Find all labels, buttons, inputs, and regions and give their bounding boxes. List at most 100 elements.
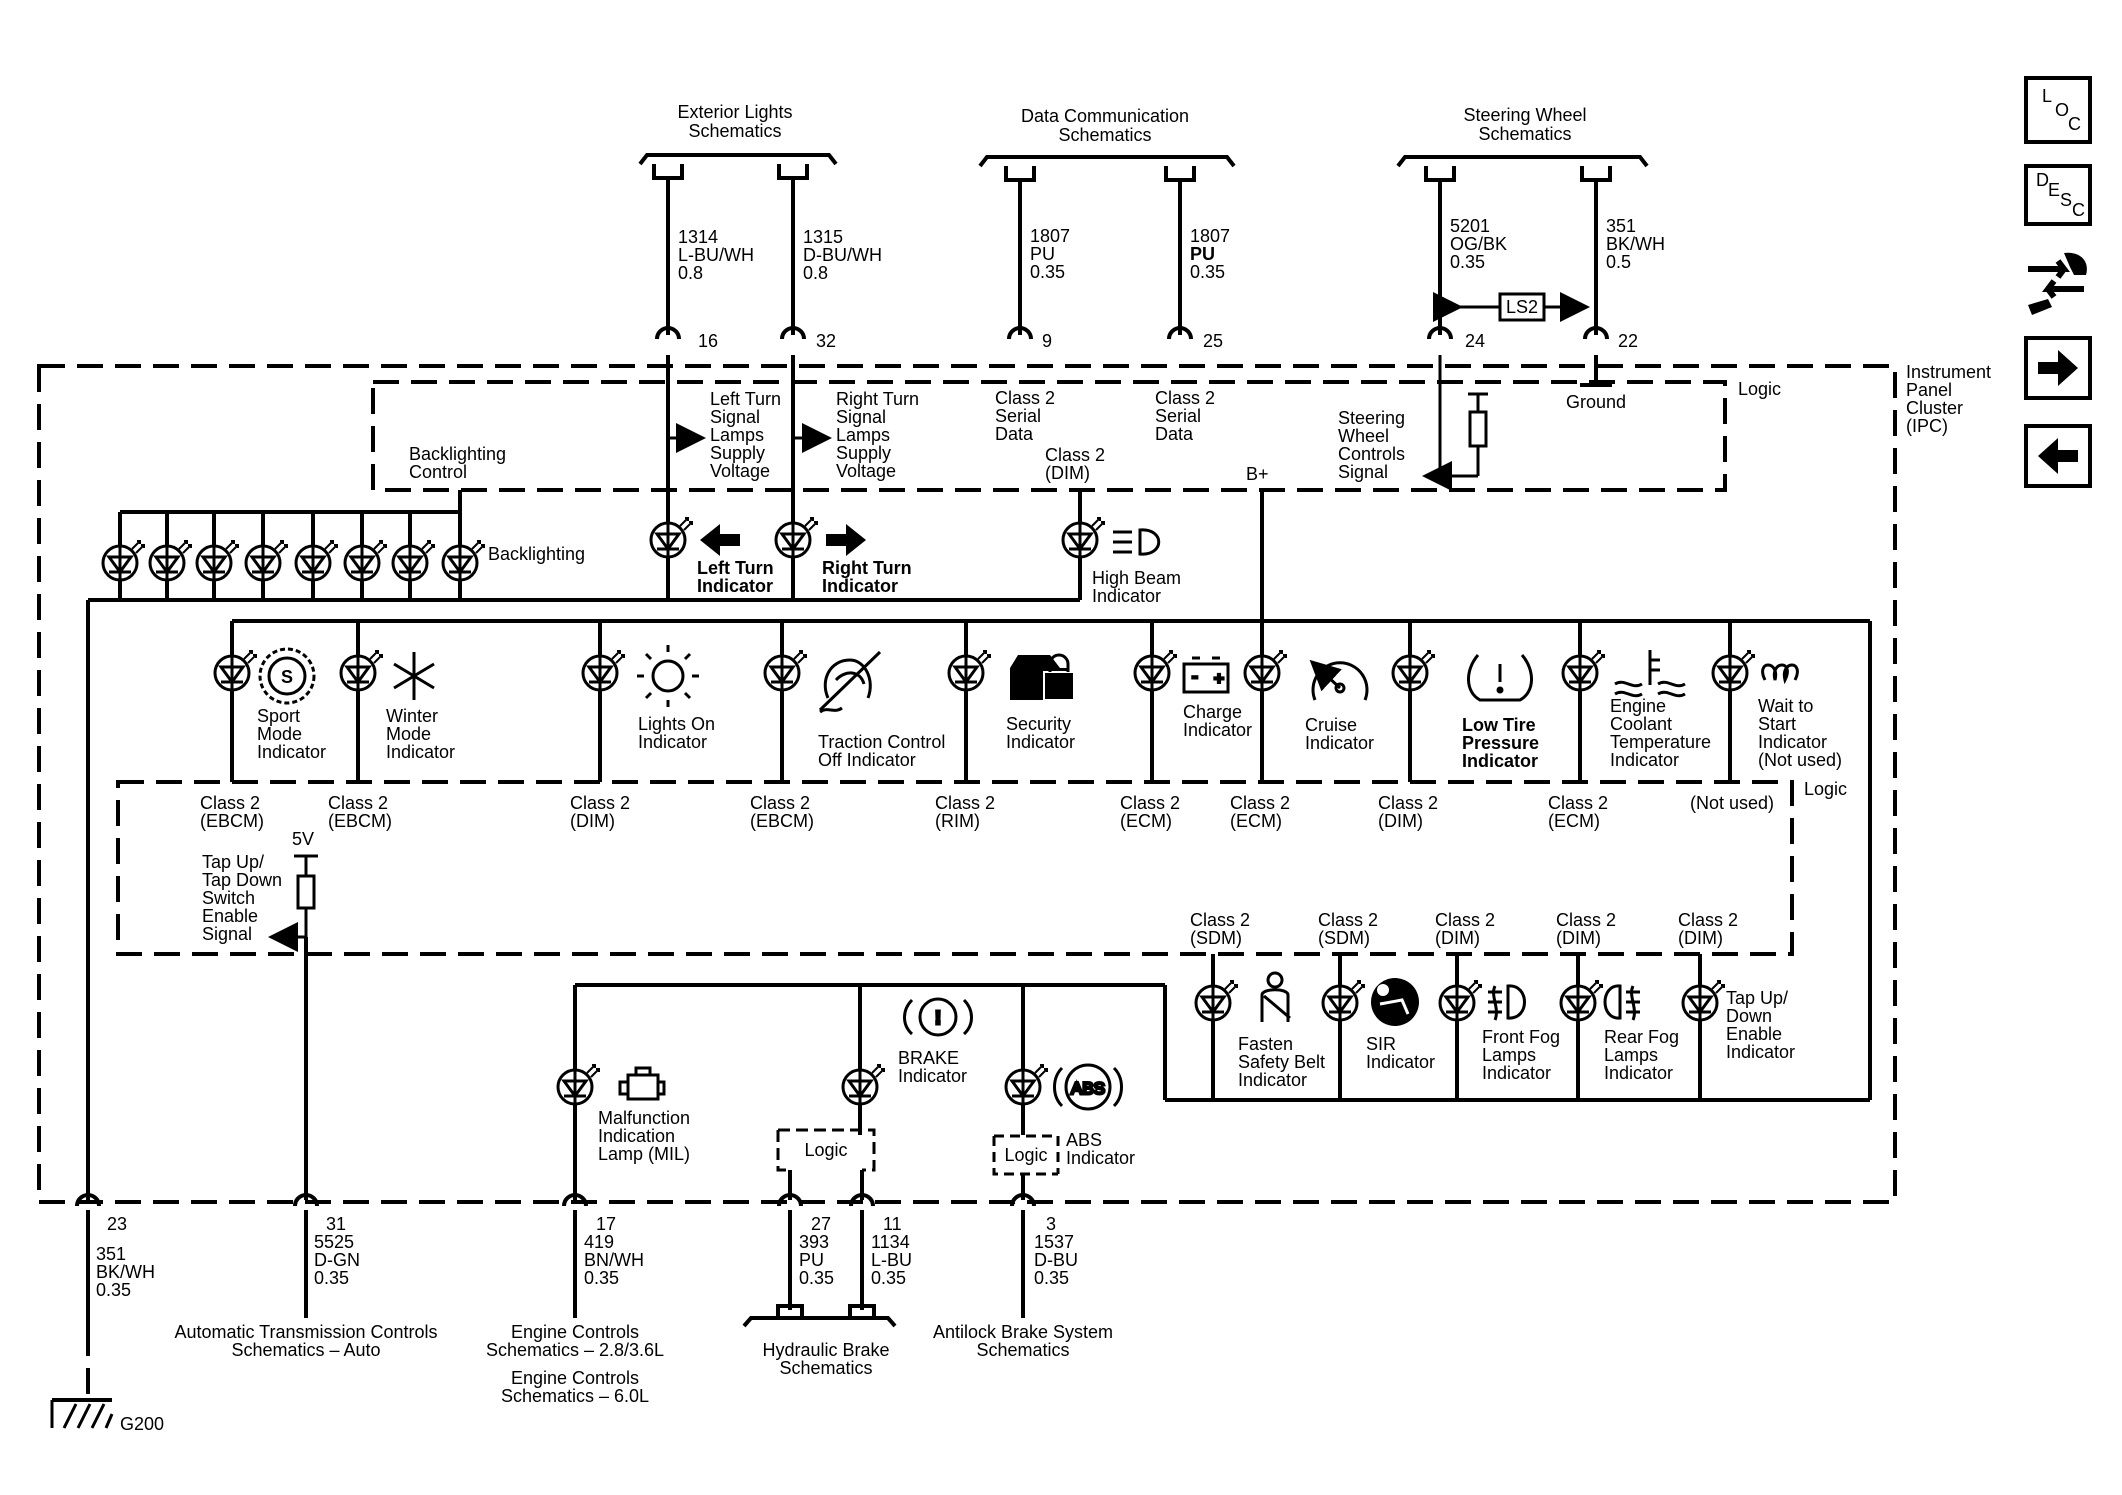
abs-icon: ABS (1053, 1063, 1123, 1111)
svg-text:Class 2: Class 2 (1378, 793, 1438, 813)
svg-text:Supply: Supply (836, 443, 891, 463)
svg-text:Data: Data (1155, 424, 1194, 444)
svg-text:LS2: LS2 (1506, 297, 1538, 317)
svg-text:1314: 1314 (678, 227, 718, 247)
ground-g200: G200 (50, 1398, 164, 1434)
svg-text:Security: Security (1006, 714, 1071, 734)
svg-text:31: 31 (326, 1214, 346, 1234)
svg-text:Indicator: Indicator (1610, 750, 1679, 770)
svg-text:Indicator: Indicator (1726, 1042, 1795, 1062)
svg-text:Class 2: Class 2 (1155, 388, 1215, 408)
svg-text:23: 23 (107, 1214, 127, 1234)
svg-text:Antilock Brake System: Antilock Brake System (933, 1322, 1113, 1342)
svg-text:0.35: 0.35 (584, 1268, 619, 1288)
top-wire-labels: 1314 L-BU/WH 0.8 16 1315 D-BU/WH 0.8 32 … (678, 216, 1665, 351)
ls2-link: LS2 (1433, 292, 1590, 322)
svg-text:Class 2: Class 2 (1548, 793, 1608, 813)
svg-text:Lamps: Lamps (836, 425, 890, 445)
svg-text:Indicator: Indicator (1305, 733, 1374, 753)
svg-text:Indicator: Indicator (1366, 1052, 1435, 1072)
svg-text:5V: 5V (292, 829, 314, 849)
lights-on-icon (637, 645, 699, 707)
right-arrow-icon (826, 524, 866, 556)
tap-switch-circuit: 5V Tap Up/ Tap Down Switch Enable Signal (202, 829, 318, 1200)
next-page-button[interactable] (2024, 336, 2092, 400)
svg-text:(SDM): (SDM) (1190, 928, 1242, 948)
svg-text:PU: PU (1190, 244, 1215, 264)
loc-button[interactable]: L O C (2024, 76, 2092, 144)
lower-indicators: Fasten Safety Belt Indicator SIR Indicat… (575, 954, 1870, 1102)
svg-text:Signal: Signal (202, 924, 252, 944)
tire-pressure-icon (1467, 654, 1533, 702)
prev-page-button[interactable] (2024, 424, 2092, 488)
left-arrow-icon (700, 524, 740, 556)
svg-text:Indicator: Indicator (1092, 586, 1161, 606)
svg-text:Sport: Sport (257, 706, 300, 726)
svg-text:1537: 1537 (1034, 1232, 1074, 1252)
svg-text:(DIM): (DIM) (1678, 928, 1723, 948)
svg-text:-: - (1192, 667, 1198, 686)
svg-text:25: 25 (1203, 331, 1223, 351)
svg-text:32: 32 (816, 331, 836, 351)
svg-text:(RIM): (RIM) (935, 811, 980, 831)
svg-text:Class 2: Class 2 (995, 388, 1055, 408)
exterior-label-2: Schematics (688, 121, 781, 141)
svg-text:Low Tire: Low Tire (1462, 715, 1536, 735)
tools-button[interactable] (2024, 245, 2092, 319)
svg-text:(SDM): (SDM) (1318, 928, 1370, 948)
desc-button[interactable]: D E S C (2024, 164, 2092, 226)
svg-text:SIR: SIR (1366, 1034, 1396, 1054)
svg-text:Data Communication: Data Communication (1021, 106, 1189, 126)
svg-text:(EBCM): (EBCM) (750, 811, 814, 831)
svg-text:Start: Start (1758, 714, 1796, 734)
svg-text:Indicator: Indicator (1006, 732, 1075, 752)
svg-text:1134: 1134 (871, 1232, 910, 1252)
svg-text:(DIM): (DIM) (1045, 463, 1090, 483)
svg-text:Rear Fog: Rear Fog (1604, 1027, 1679, 1047)
top-group-exterior: Exterior Lights Schematics (638, 102, 838, 180)
svg-text:Lights On: Lights On (638, 714, 715, 734)
backlighting-bank: Backlighting (101, 490, 585, 600)
svg-text:S: S (281, 667, 293, 687)
svg-text:Indicator: Indicator (1758, 732, 1827, 752)
svg-text:24: 24 (1465, 331, 1485, 351)
svg-text:Fasten: Fasten (1238, 1034, 1293, 1054)
mil-brake-abs: ! ABS Malfunction Indication Lamp (MIL) … (556, 985, 1135, 1200)
svg-text:Voltage: Voltage (836, 461, 896, 481)
traction-control-icon (818, 650, 882, 714)
svg-text:B+: B+ (1246, 464, 1269, 484)
svg-text:Lamps: Lamps (1482, 1045, 1536, 1065)
svg-text:0.35: 0.35 (1190, 262, 1225, 282)
svg-text:Engine Controls: Engine Controls (511, 1368, 639, 1388)
svg-text:(DIM): (DIM) (1378, 811, 1423, 831)
svg-text:Indication: Indication (598, 1126, 675, 1146)
svg-text:Right Turn: Right Turn (822, 558, 912, 578)
svg-text:Data: Data (995, 424, 1034, 444)
svg-text:5525: 5525 (314, 1232, 354, 1252)
svg-text:Supply: Supply (710, 443, 765, 463)
svg-text:22: 22 (1618, 331, 1638, 351)
svg-text:(EBCM): (EBCM) (200, 811, 264, 831)
svg-text:27: 27 (811, 1214, 831, 1234)
svg-text:!: ! (935, 1008, 941, 1028)
svg-text:Voltage: Voltage (710, 461, 770, 481)
svg-text:Indicator: Indicator (1462, 751, 1538, 771)
seatbelt-icon (1260, 971, 1291, 1022)
svg-text:393: 393 (799, 1232, 829, 1252)
svg-text:0.35: 0.35 (1034, 1268, 1069, 1288)
svg-text:0.35: 0.35 (799, 1268, 834, 1288)
svg-text:Class 2: Class 2 (1318, 910, 1378, 930)
svg-text:Off Indicator: Off Indicator (818, 750, 916, 770)
svg-text:Signal: Signal (836, 407, 886, 427)
ipc-label: Instrument Panel Cluster (IPC) (1906, 362, 1991, 436)
turn-indicators: Left Turn Indicator Right Turn Indicator (649, 355, 912, 600)
svg-text:(DIM): (DIM) (570, 811, 615, 831)
svg-text:ABS: ABS (1066, 1130, 1102, 1150)
svg-text:Schematics: Schematics (779, 1358, 872, 1378)
svg-text:Schematics: Schematics (976, 1340, 1069, 1360)
middle-logic-label: Logic (1804, 779, 1847, 799)
snowflake-icon (393, 652, 435, 700)
svg-text:PU: PU (799, 1250, 824, 1270)
svg-text:Instrument: Instrument (1906, 362, 1991, 382)
svg-text:Indicator: Indicator (822, 576, 898, 596)
